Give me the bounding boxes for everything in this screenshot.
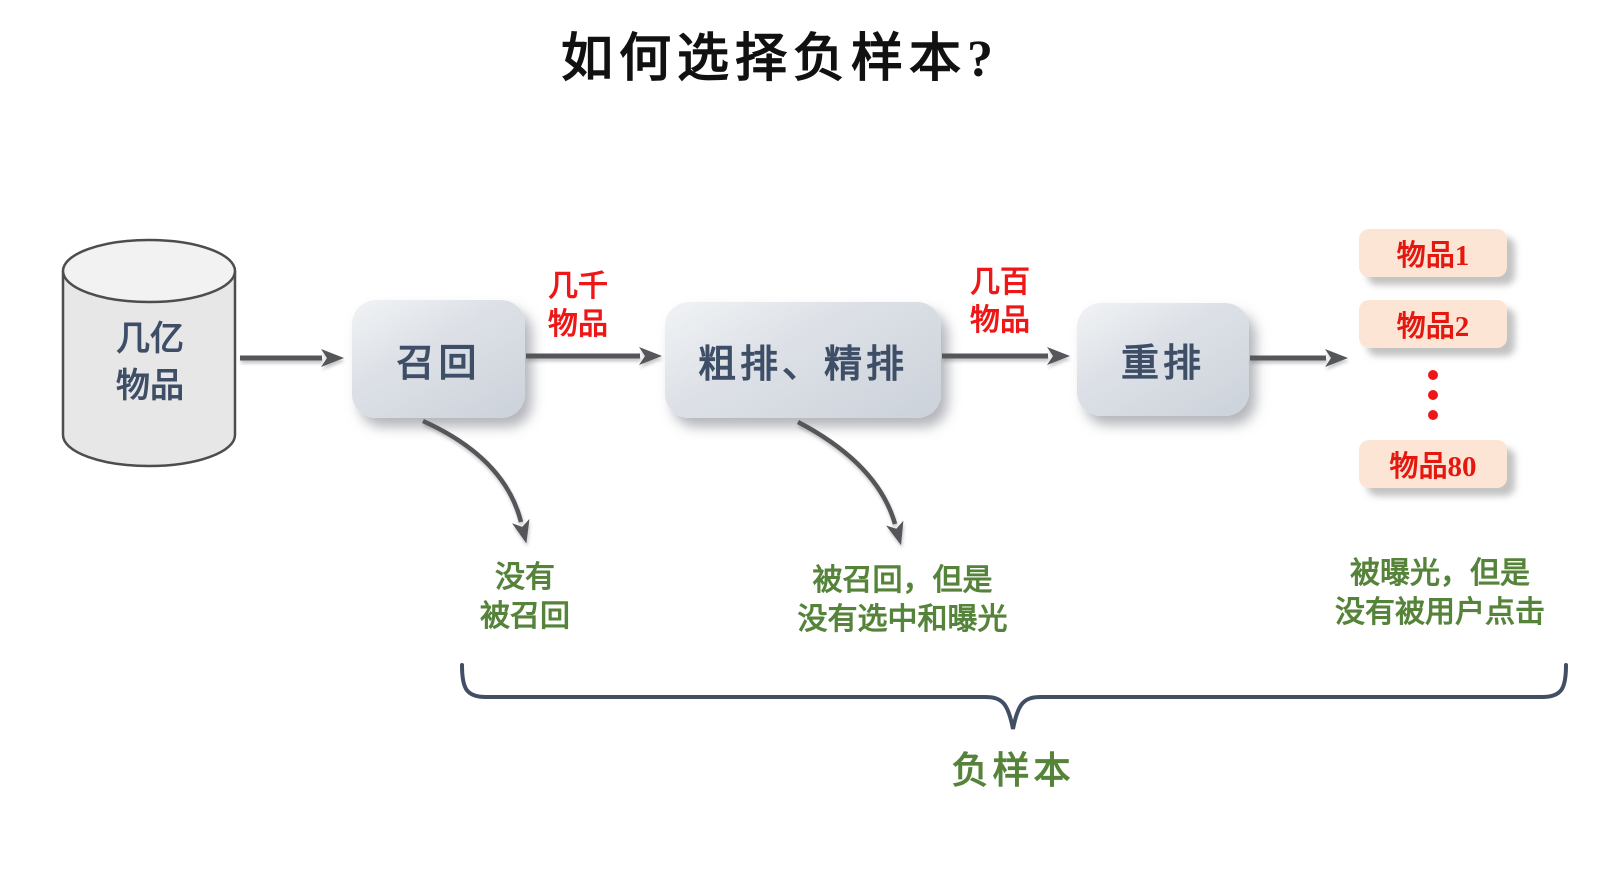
stage-ranking: 粗排、精排 — [665, 302, 941, 418]
source-db-label-line2: 物品 — [116, 368, 184, 405]
stage-recall-label: 召回 — [396, 342, 481, 385]
stage-rerank-label: 重排 — [1120, 343, 1205, 385]
note-recalled-not-selected: 被召回，但是 没有选中和曝光 — [735, 561, 1070, 639]
source-db-label-line1: 几亿 — [116, 321, 184, 358]
negative-samples-label: 负样本 — [951, 751, 1075, 792]
output-item-80: 物品80 — [1359, 440, 1507, 488]
flow-label-hundreds: 几百 物品 — [935, 264, 1065, 340]
note-not-recalled-line1: 没有 — [495, 561, 555, 594]
flow-label-thousands-line1: 几千 — [548, 270, 608, 303]
output-item-1: 物品1 — [1359, 229, 1507, 277]
flow-label-hundreds-line2: 物品 — [970, 304, 1030, 337]
output-item-2: 物品2 — [1359, 300, 1507, 348]
stage-recall: 召回 — [352, 300, 525, 418]
note-recalled-not-selected-line2: 没有选中和曝光 — [797, 603, 1008, 636]
flow-label-thousands: 几千 物品 — [513, 268, 643, 344]
cylinder-body — [61, 271, 237, 468]
output-item-1-label: 物品1 — [1396, 240, 1470, 272]
note-recalled-not-selected-line1: 被召回，但是 — [812, 564, 993, 597]
note-exposed-not-clicked-line2: 没有被用户点击 — [1335, 596, 1545, 629]
output-item-80-label: 物品80 — [1389, 451, 1477, 483]
source-db-label: 几亿 物品 — [62, 316, 238, 410]
curved-arrow-recalled-not-selected — [796, 420, 904, 546]
note-not-recalled-line2: 被召回 — [480, 600, 570, 633]
page-title: 如何选择负样本? — [560, 31, 999, 88]
note-exposed-not-clicked-line1: 被曝光，但是 — [1350, 557, 1530, 590]
cylinder-icon — [61, 238, 237, 468]
stage-rerank: 重排 — [1077, 303, 1249, 416]
flow-label-thousands-line2: 物品 — [548, 308, 608, 341]
flow-label-hundreds-line1: 几百 — [970, 266, 1030, 299]
vertical-ellipsis-icon — [1421, 370, 1445, 420]
item-database-cylinder — [60, 238, 240, 473]
cylinder-top — [61, 238, 237, 304]
note-not-recalled: 没有 被召回 — [430, 558, 620, 636]
output-item-2-label: 物品2 — [1396, 311, 1470, 343]
negative-samples-brace — [460, 663, 1568, 730]
note-exposed-not-clicked: 被曝光，但是 没有被用户点击 — [1275, 554, 1597, 632]
curved-arrow-not-recalled — [422, 418, 530, 544]
stage-ranking-label: 粗排、精排 — [697, 343, 908, 386]
